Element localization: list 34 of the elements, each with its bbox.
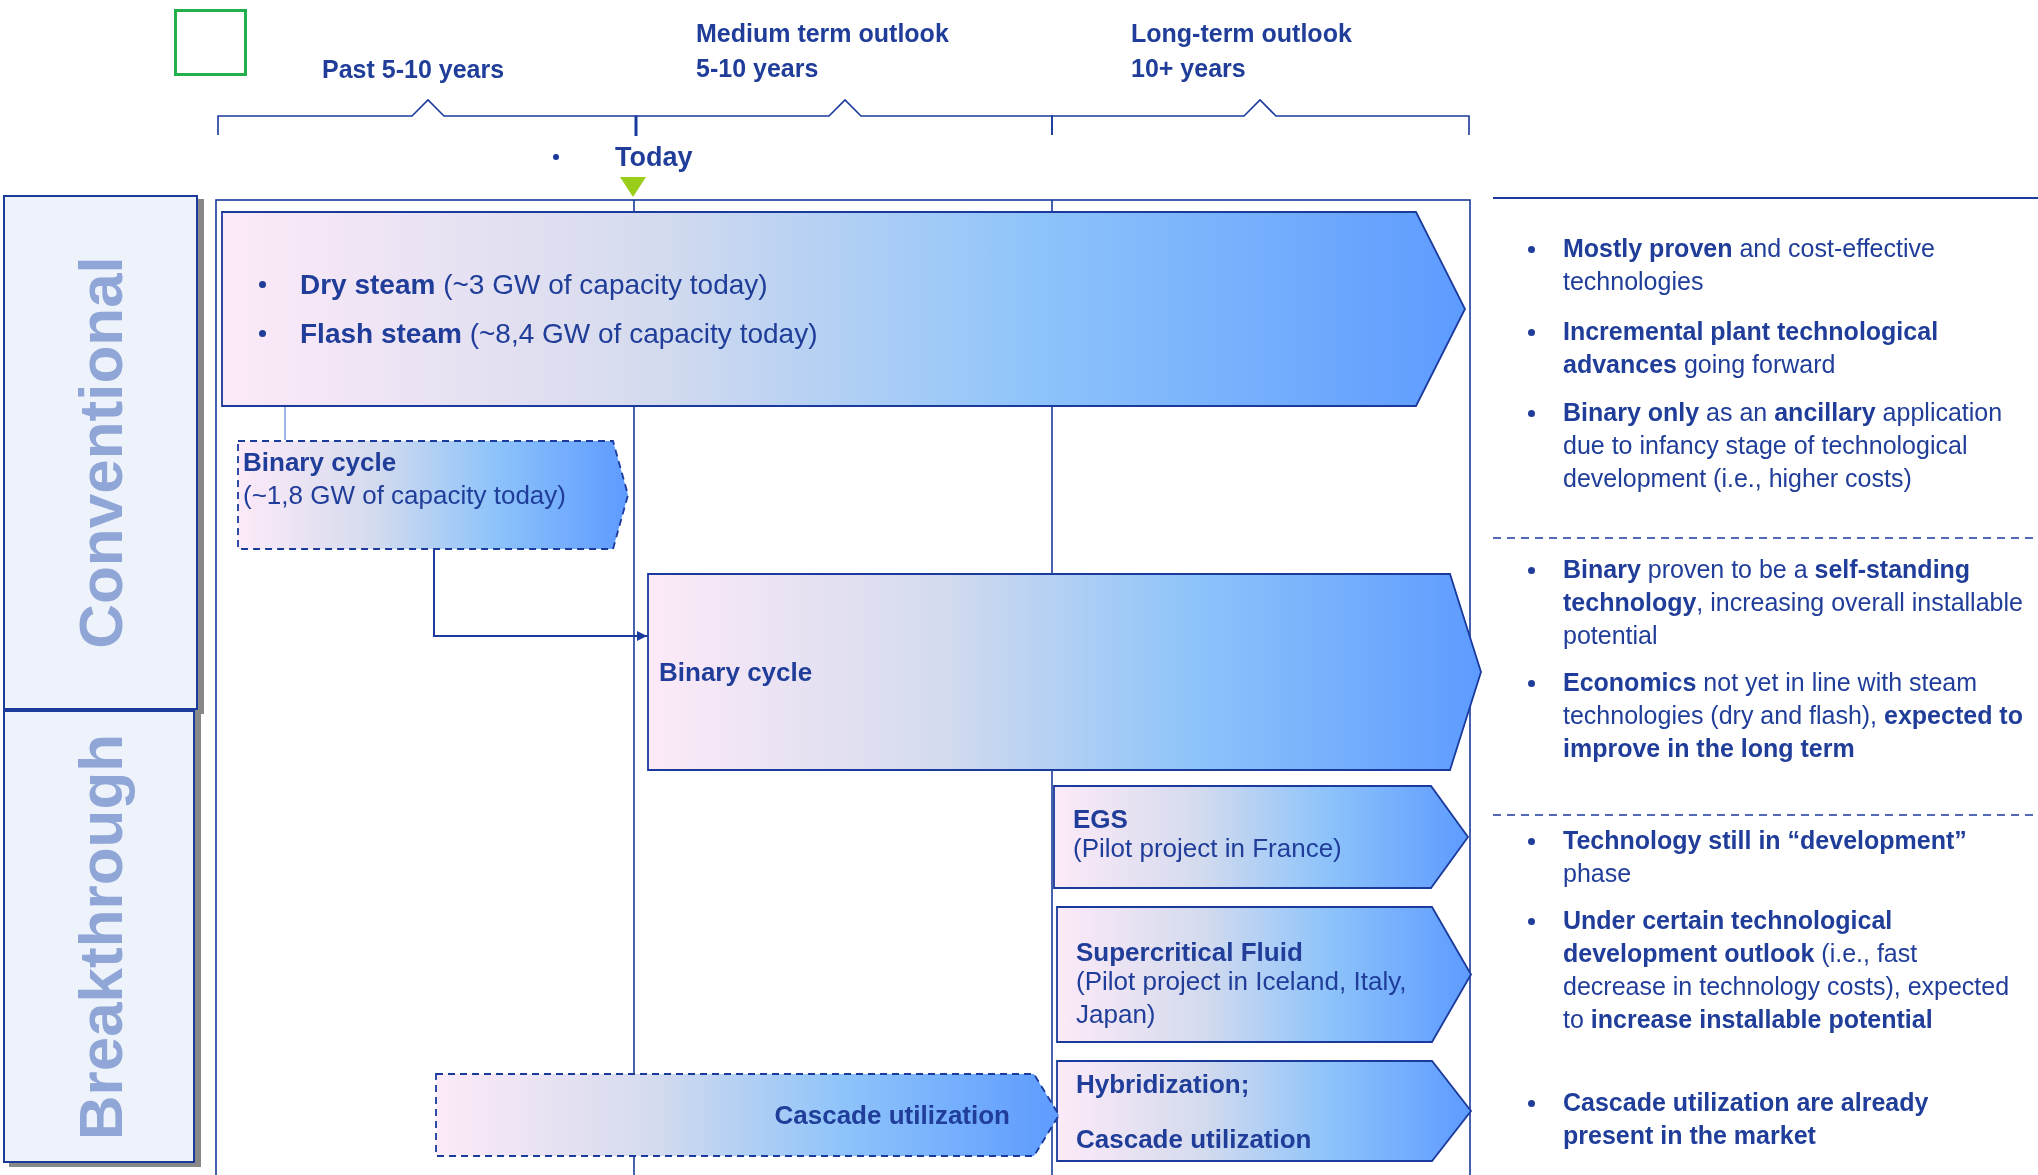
bullet-text: Cascade utilization are already present in the market [1563,1087,1930,1151]
connector-line [284,406,286,441]
bullet-text: Incremental plant technological advances going forward [1563,316,1940,380]
node-heading: Binary cycle [243,446,397,479]
dashed-roadmap-bar [435,1073,1060,1157]
roadmap-bar [1056,1060,1472,1162]
node-heading: Hybridization; [1076,1068,1250,1101]
bullet-text: Binary only as an ancillary application due to infancy stage of technological development (i.e., higher costs) [1563,397,2004,494]
roadmap-bar [1053,785,1469,889]
roadmap-bar [647,573,1482,771]
period-heading: Long-term outlook 10+ years [1131,18,1353,84]
bullet-text: Mostly proven and cost-effective technologies [1563,233,1936,297]
row-header-text: Breakthrough [63,732,136,1142]
period-heading: Past 5-10 years [322,54,506,85]
node-text: (~1,8 GW of capacity today) [243,479,566,512]
dashed-roadmap-bar [237,440,629,550]
node-heading: Cascade utilization [1076,1123,1312,1156]
node-text: (Pilot project in Iceland, Italy, Japan) [1076,966,1408,1031]
bullet-text: Binary proven to be a self-standing technology, increasing overall installable potential [1563,554,2023,651]
period-heading: Medium term outlook 5-10 years [696,18,950,84]
row-header-text: Conventional [65,255,136,651]
roadmap-bar [1056,906,1472,1043]
today-label: Today [615,141,694,174]
bullet-text: Dry steam (~3 GW of capacity today) [300,269,768,300]
bullet-text: Flash steam (~8,4 GW of capacity today) [300,318,818,349]
bullet-text: Technology still in “development” phase [1563,825,1968,889]
roadmap-bar [221,211,1466,407]
node-heading: Supercritical Fluid [1076,936,1303,969]
bullet-text: Under certain technological development outlook (i.e., fast decrease in technology costs), expected to increase installable potential [1563,905,2011,1035]
arrow [433,549,648,641]
node-heading: Binary cycle [659,655,813,689]
empty-square [174,9,247,76]
bullet-text: Economics not yet in line with steam technologies (dry and flash), expected to improve in the long term [1563,667,2023,764]
node-heading: Cascade utilization [774,1098,1010,1132]
